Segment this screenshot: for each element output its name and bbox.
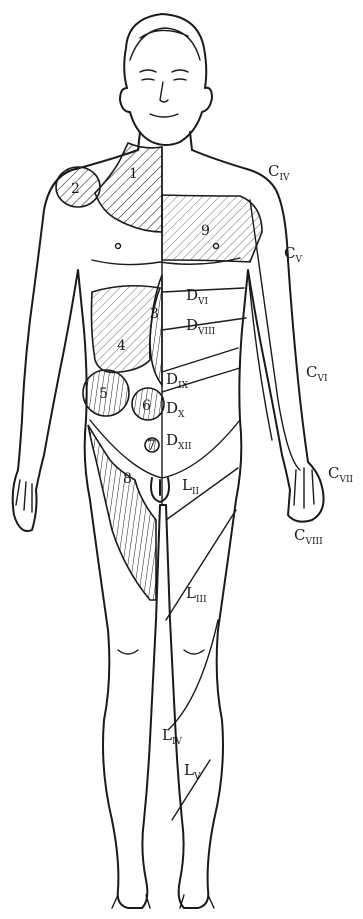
label-cvi: CVI — [306, 363, 328, 384]
right-nipple — [116, 244, 121, 249]
zone-label-9: 9 — [201, 223, 210, 239]
left-hand-detail — [294, 468, 314, 508]
dermatome-line-dix — [162, 348, 238, 372]
label-cviii: CVIII — [294, 526, 323, 547]
zone-label-5: 5 — [99, 386, 108, 402]
right-knee — [118, 650, 138, 654]
label-civ: CIV — [268, 162, 290, 183]
label-lv: LV — [184, 761, 201, 782]
zone-label-6: 6 — [142, 398, 151, 414]
zone-label-3: 3 — [150, 306, 159, 322]
zone-label-8: 8 — [123, 471, 132, 487]
zone-label-7: 7 — [147, 438, 156, 454]
left-knee — [184, 650, 204, 654]
zone-1-area — [95, 143, 162, 232]
zone-label-2: 2 — [71, 181, 80, 197]
label-cvii: CVII — [328, 464, 354, 485]
zone-label-4: 4 — [117, 338, 126, 354]
zone-4-area — [91, 286, 160, 373]
head-outline — [120, 14, 212, 145]
right-hand-detail — [16, 480, 32, 512]
hair-outline — [130, 28, 200, 60]
label-dix: DIX — [166, 370, 189, 391]
zone-label-1: 1 — [129, 166, 138, 182]
label-cv: CV — [284, 244, 302, 265]
label-lii: LII — [182, 476, 200, 497]
label-liii: LIII — [186, 584, 207, 605]
dermatome-line-dvi — [162, 288, 244, 292]
label-liv: LIV — [162, 726, 183, 747]
zone-8-area — [88, 425, 156, 600]
label-dx: DX — [166, 399, 185, 420]
leg-line-lii — [166, 468, 238, 520]
label-dvi: DVI — [186, 286, 209, 307]
zone-9-area — [162, 195, 262, 262]
genital-outline — [151, 478, 169, 502]
label-dviii: DVIII — [186, 316, 216, 337]
face-features — [140, 70, 188, 117]
feet-detail — [112, 895, 214, 908]
label-dxii: DXII — [166, 431, 192, 452]
